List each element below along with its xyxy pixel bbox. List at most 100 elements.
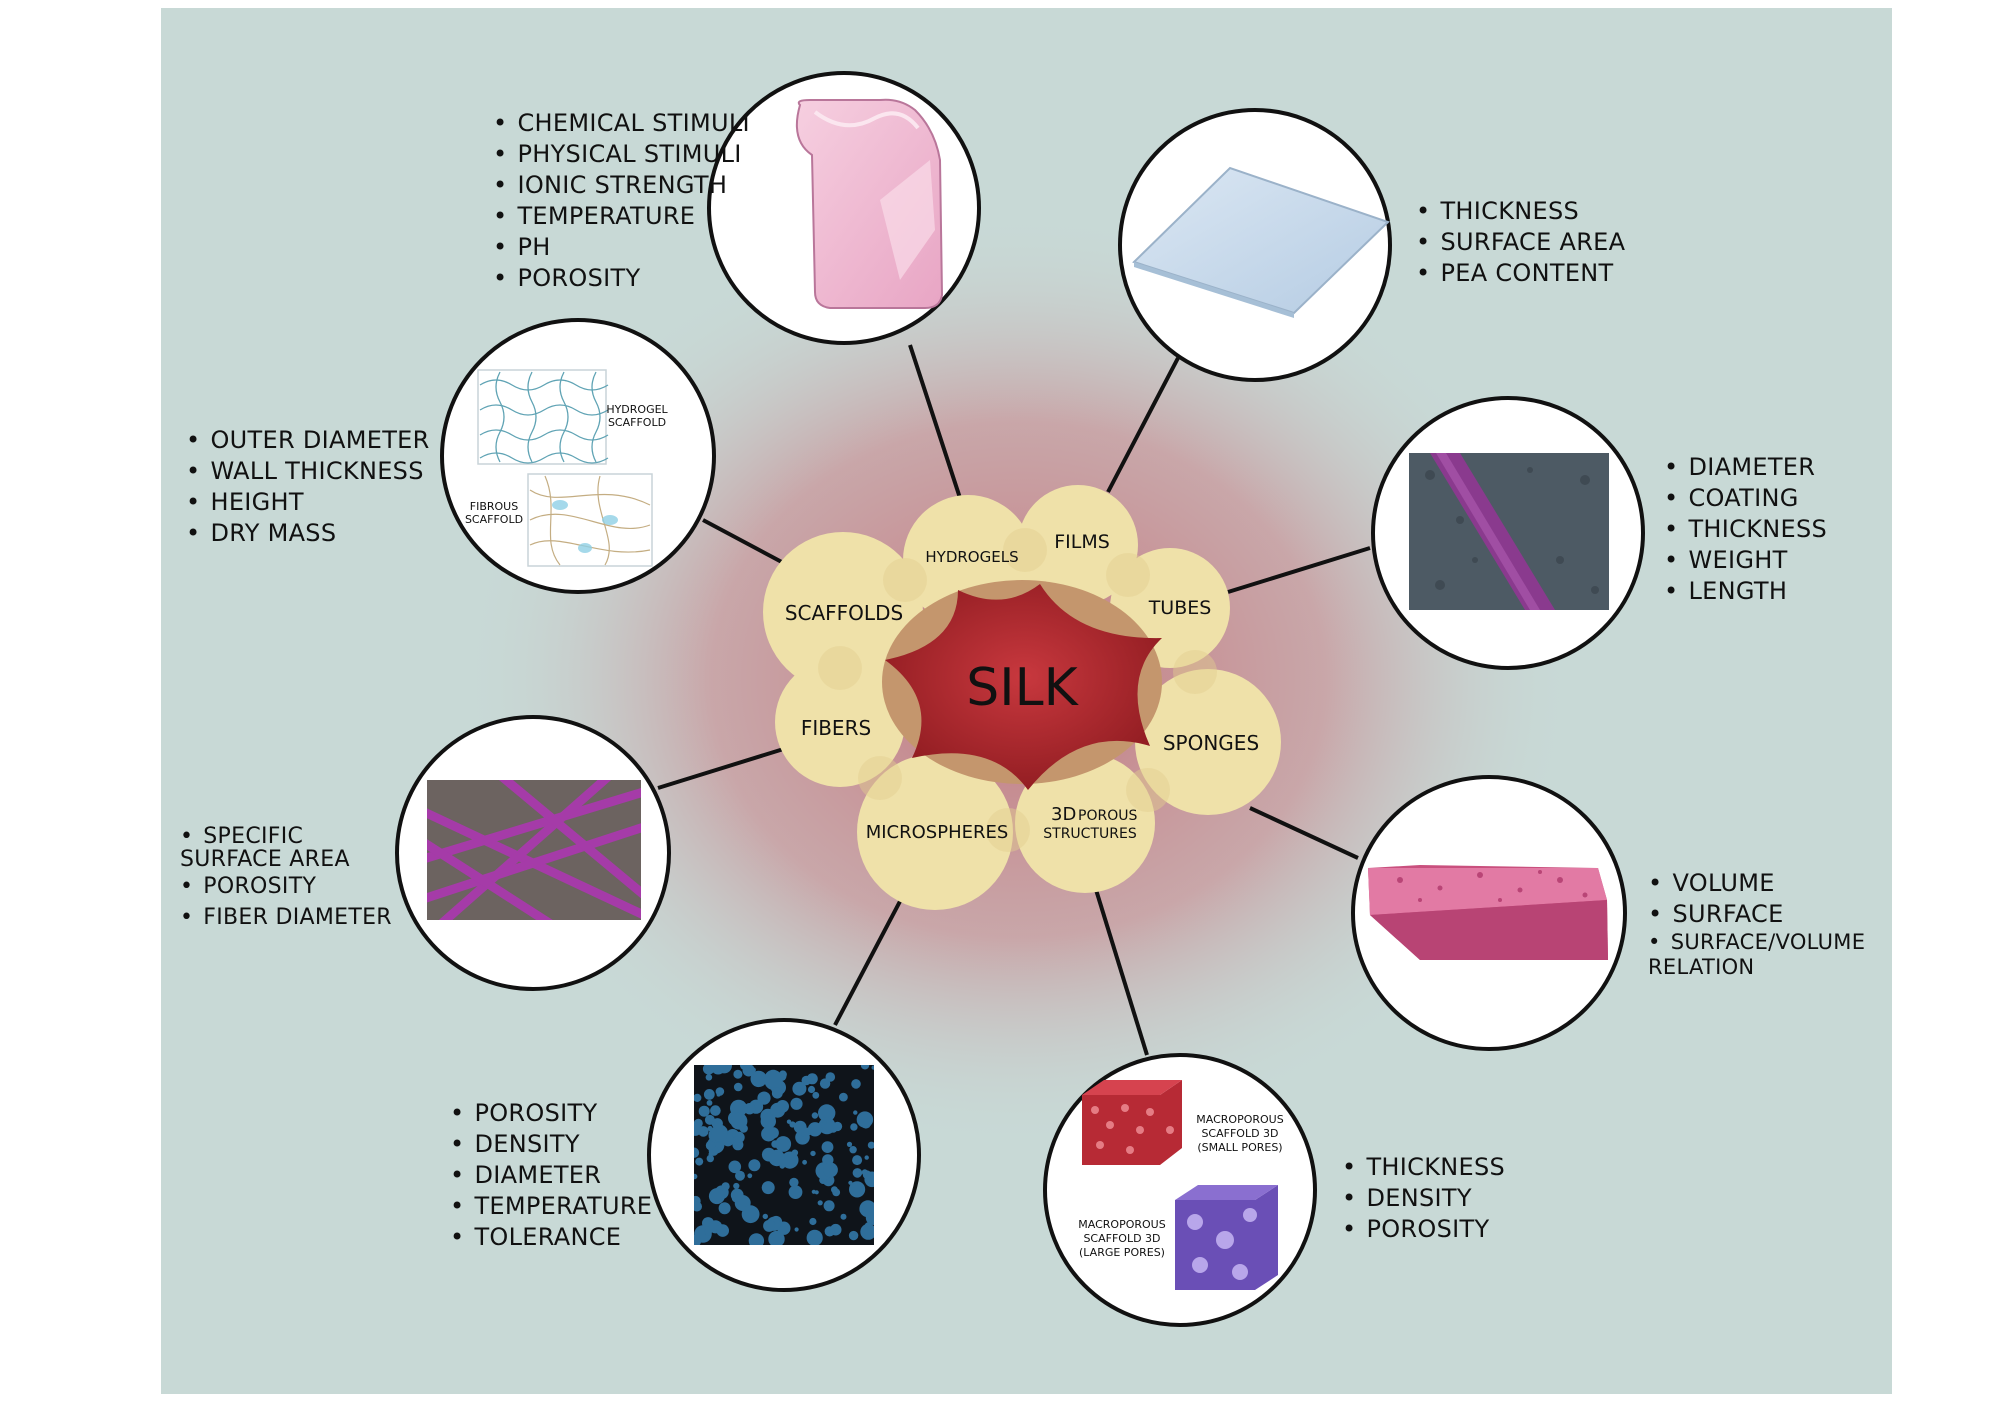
list-item: TOLERANCE (450, 1222, 652, 1253)
microsphere-dot (802, 1159, 807, 1165)
list-item: TEMPERATURE (493, 201, 750, 232)
connector-lines (657, 344, 1371, 1056)
microsphere-dot (860, 1065, 870, 1070)
center-label: SILK (966, 658, 1079, 718)
microsphere-dot (711, 1124, 728, 1142)
microsphere-dot (851, 1079, 861, 1089)
microsphere-dot (853, 1110, 858, 1115)
microsphere-dot (698, 1105, 710, 1117)
petal-label-3d: 3D (1051, 804, 1076, 825)
microsphere-dot (741, 1205, 760, 1224)
microsphere-dot (718, 1202, 731, 1215)
microsphere-dot (735, 1170, 745, 1181)
microsphere-dot (849, 1146, 857, 1154)
microsphere-dot (793, 1120, 807, 1134)
microsphere-dot (694, 1234, 702, 1245)
microsphere-dot (768, 1149, 785, 1167)
list-item: DIAMETER (450, 1160, 652, 1191)
hydrogel-scaffold-label-1: HYDROGEL (606, 403, 668, 416)
microsphere-dot (771, 1140, 779, 1148)
list-item: THICKNESS (1416, 196, 1625, 227)
list-item: WEIGHT (1664, 545, 1827, 576)
microsphere-dot (770, 1102, 786, 1118)
microsphere-dot (705, 1140, 716, 1151)
microsphere-dot (733, 1069, 743, 1079)
petal-label-hydrogels: HYDROGELS (925, 548, 1018, 566)
microsphere-dot (751, 1067, 756, 1073)
microsphere-dot (716, 1224, 729, 1237)
microsphere-dot (823, 1162, 838, 1178)
microsphere-dot (747, 1173, 753, 1179)
microsphere-dot (774, 1218, 780, 1224)
microsphere-dot (762, 1213, 768, 1220)
microsphere-dot (695, 1157, 704, 1166)
list-item: FIBER DIAMETER (180, 902, 392, 933)
petal-label-microspheres: MICROSPHERES (866, 822, 1009, 843)
microsphere-dot (812, 1091, 820, 1099)
sponges-properties: VOLUME SURFACE SURFACE/VOLUME RELATION (1648, 868, 1865, 980)
list-item: THICKNESS (1664, 514, 1827, 545)
microsphere-dot (825, 1072, 836, 1082)
list-item: SURFACE AREA (1416, 227, 1625, 258)
microsphere-dot (811, 1112, 819, 1119)
microsphere-dot (710, 1065, 726, 1075)
list-item: DIAMETER (1664, 452, 1827, 483)
scaffolds-properties: OUTER DIAMETER WALL THICKNESS HEIGHT DRY… (186, 425, 430, 549)
microsphere-dot (706, 1100, 713, 1106)
microsphere-dot (871, 1065, 874, 1070)
hydrogel-scaffold-image (477, 369, 607, 465)
microsphere-dot (786, 1119, 792, 1124)
porous-properties: THICKNESS DENSITY POROSITY (1342, 1152, 1505, 1245)
microsphere-dot (831, 1186, 838, 1194)
list-item: PHYSICAL STIMULI (493, 139, 750, 170)
microsphere-dot (864, 1155, 869, 1160)
microsphere-dot (694, 1173, 698, 1180)
microsphere-dot (703, 1089, 715, 1100)
microsphere-dot (733, 1182, 740, 1190)
microsphere-dot (807, 1122, 823, 1137)
microsphere-dot (839, 1092, 848, 1102)
microsphere-dot (748, 1233, 765, 1245)
list-item: PH (493, 232, 750, 263)
hydrogels-properties: CHEMICAL STIMULI PHYSICAL STIMULI IONIC … (493, 108, 750, 294)
microspheres-properties: POROSITY DENSITY DIAMETER TEMPERATURE TO… (450, 1098, 652, 1253)
list-item: PEA CONTENT (1416, 258, 1625, 289)
small-pores-label-1: MACROPOROUS (1196, 1113, 1283, 1126)
microsphere-dot (694, 1093, 702, 1102)
microsphere-dot (817, 1200, 823, 1206)
microsphere-dot (763, 1219, 776, 1232)
list-item: COATING (1664, 483, 1827, 514)
list-item: LENGTH (1664, 576, 1827, 607)
petal-label-porous: POROUS (1078, 808, 1137, 824)
microsphere-dot (818, 1104, 836, 1122)
fibrous-scaffold-label-2: SCAFFOLD (465, 513, 523, 526)
list-item: TEMPERATURE (450, 1191, 652, 1222)
microsphere-dot (852, 1155, 863, 1166)
petal-label-tubes: TUBES (1148, 597, 1212, 619)
hydrogel-scaffold-label-2: SCAFFOLD (608, 416, 666, 429)
microsphere-dot (849, 1181, 866, 1198)
microsphere-dot (764, 1069, 782, 1088)
microsphere-dot (852, 1168, 863, 1178)
microsphere-dot (733, 1082, 743, 1092)
microsphere-dot (867, 1141, 874, 1149)
films-properties: THICKNESS SURFACE AREA PEA CONTENT (1416, 196, 1625, 289)
list-item: OUTER DIAMETER (186, 425, 430, 456)
porous-circle: MACROPOROUS SCAFFOLD 3D (SMALL PORES) MA… (1043, 1053, 1317, 1327)
microsphere-dot (730, 1099, 748, 1117)
microsphere-dot (846, 1141, 853, 1147)
microsphere-dot (832, 1121, 843, 1132)
microsphere-dot (848, 1180, 853, 1185)
microsphere-dot (730, 1188, 744, 1202)
small-pores-label-3: (SMALL PORES) (1197, 1141, 1282, 1154)
sponges-circle (1351, 775, 1627, 1051)
large-pores-label-1: MACROPOROUS (1078, 1218, 1165, 1231)
tubes-properties: DIAMETER COATING THICKNESS WEIGHT LENGTH (1664, 452, 1827, 607)
silk-core (885, 584, 1162, 790)
list-item: POROSITY (180, 871, 392, 902)
fibers-circle (395, 715, 671, 991)
microsphere-dot (708, 1151, 713, 1157)
list-item: POROSITY (1342, 1214, 1505, 1245)
petal-cluster (763, 485, 1281, 910)
